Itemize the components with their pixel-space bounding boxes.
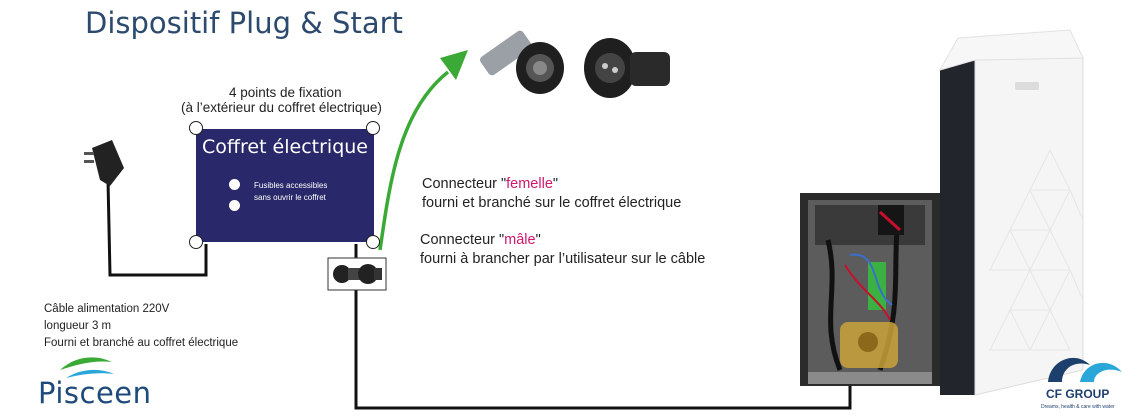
coffret-box: Coffret électrique Fusibles accessibles … bbox=[196, 129, 374, 242]
connector-male-suffix: " bbox=[535, 232, 541, 248]
cable-line3: Fourni et branché au coffret électrique bbox=[44, 337, 239, 349]
cable-line1: Câble alimentation 220V bbox=[44, 303, 170, 315]
connector-female-highlight: femelle bbox=[506, 176, 553, 192]
pisceen-logo-icon bbox=[60, 357, 114, 378]
connector-female-prefix: Connecteur " bbox=[422, 176, 507, 192]
pool-unit-interior-image bbox=[800, 193, 940, 386]
fuse-indicator bbox=[229, 179, 240, 190]
power-plug-icon bbox=[84, 140, 124, 186]
cfgroup-tagline: Dreams, health & care with water bbox=[1041, 404, 1115, 410]
connector-female-desc: fourni et branché sur le coffret électri… bbox=[422, 195, 682, 211]
fixation-label-line1: 4 points de fixation bbox=[229, 85, 342, 100]
fuse-text-line2: sans ouvrir le coffret bbox=[254, 193, 326, 202]
pool-cable-long bbox=[354, 290, 852, 410]
cable-line2: longueur 3 m bbox=[44, 320, 112, 332]
connector-pair-image bbox=[479, 30, 670, 98]
cfgroup-logo-text: CF GROUP bbox=[1046, 387, 1110, 401]
connector-male-label: Connecteur "mâle" fourni à brancher par … bbox=[420, 231, 705, 269]
green-arrow bbox=[378, 70, 450, 251]
fixation-label-line2: (à l’extérieur du coffret électrique) bbox=[181, 100, 382, 115]
connector-female-label: Connecteur "femelle" fourni et branché s… bbox=[422, 175, 681, 213]
fuse-text-line1: Fusibles accessibles bbox=[254, 181, 328, 190]
small-connector-image bbox=[327, 257, 387, 291]
fixation-point bbox=[366, 235, 380, 249]
coffret-title: Coffret électrique bbox=[202, 136, 368, 158]
cfgroup-logo-icon bbox=[1048, 357, 1122, 382]
connector-male-highlight: mâle bbox=[504, 232, 536, 248]
green-arrow-head bbox=[440, 50, 468, 80]
connector-male-prefix: Connecteur " bbox=[420, 232, 505, 248]
pisceen-logo-text: Pisceen bbox=[38, 376, 152, 410]
pool-unit-image bbox=[938, 29, 1084, 396]
connector-male-desc: fourni à brancher par l’utilisateur sur … bbox=[420, 251, 706, 267]
power-cable bbox=[106, 179, 208, 277]
fixation-point bbox=[189, 121, 203, 135]
fixation-point bbox=[189, 235, 203, 249]
page-title: Dispositif Plug & Start bbox=[85, 6, 403, 40]
connector-female-suffix: " bbox=[552, 176, 559, 192]
cable-label: Câble alimentation 220V longueur 3 m Fou… bbox=[44, 301, 238, 352]
fixation-point bbox=[366, 121, 380, 135]
fuse-indicator bbox=[229, 200, 240, 211]
fuse-text: Fusibles accessibles sans ouvrir le coff… bbox=[254, 180, 327, 204]
